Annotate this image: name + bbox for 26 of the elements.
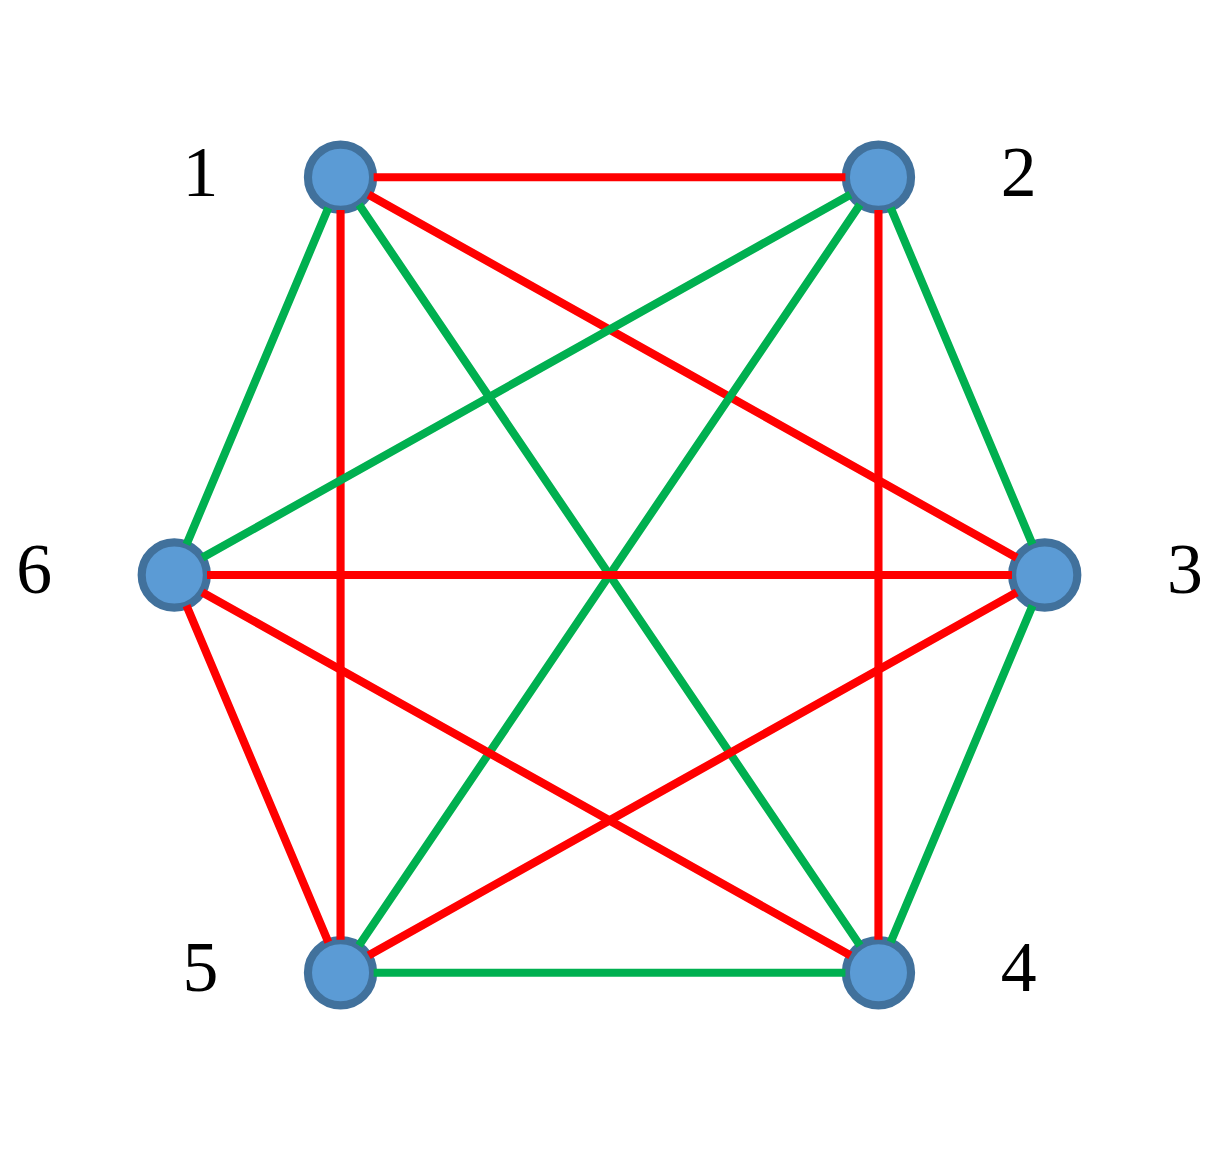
node-label: 2 xyxy=(1000,131,1037,212)
node-label: 1 xyxy=(182,131,219,212)
connector xyxy=(182,604,333,944)
connector xyxy=(207,570,1012,580)
connector xyxy=(336,209,345,940)
node-label: 3 xyxy=(1166,529,1203,610)
node-circle xyxy=(841,936,916,1010)
connector xyxy=(366,191,1019,562)
connector xyxy=(200,588,853,959)
connector xyxy=(874,209,883,940)
connector xyxy=(373,173,846,182)
node-circle xyxy=(137,538,211,612)
connector xyxy=(182,206,333,546)
node-label: 5 xyxy=(182,926,219,1007)
node-circle xyxy=(841,140,916,214)
connector xyxy=(373,968,846,977)
connector xyxy=(886,604,1037,944)
node-label: 4 xyxy=(1000,926,1037,1007)
node-circle xyxy=(303,936,378,1010)
connector xyxy=(200,191,853,562)
node-label: 6 xyxy=(16,529,53,610)
connector xyxy=(886,206,1037,546)
node-circle xyxy=(1008,538,1082,612)
connector xyxy=(355,202,864,948)
connector xyxy=(366,588,1019,959)
node-circle xyxy=(303,140,378,214)
